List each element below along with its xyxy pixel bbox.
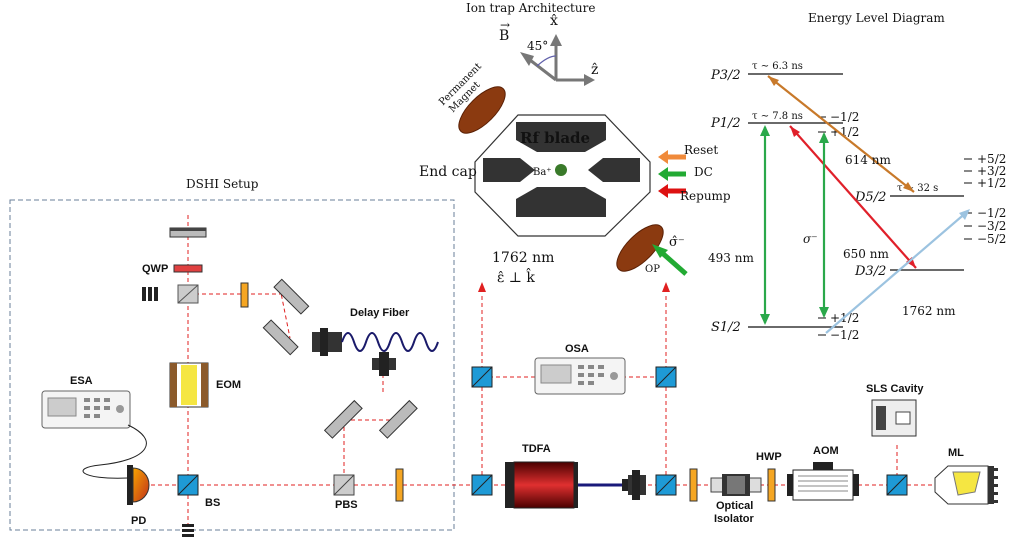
tdfa-amplifier <box>513 461 575 509</box>
sigma-op-label: σ̂⁻ <box>669 235 685 250</box>
optical-isolator-label-1: Optical <box>716 500 753 512</box>
beam-arrows <box>478 282 670 292</box>
tau-p32: τ ∼ 6.3 ns <box>752 61 803 72</box>
dc-label: DC <box>694 165 713 179</box>
label-1762: 1762 nm <box>902 304 956 318</box>
x-axis-label: x̂ <box>550 13 558 29</box>
barium-ion <box>555 164 567 176</box>
d52-sub-2: +1/2 <box>977 176 1006 190</box>
transition-1762 <box>825 210 969 334</box>
tau-d52: τ ∼ 32 s <box>897 183 938 194</box>
d52-sub-3: −1/2 <box>977 206 1006 220</box>
pbs-label: PBS <box>335 499 358 511</box>
d32-label: D3/2 <box>854 264 886 279</box>
bs-label: BS <box>205 497 220 509</box>
d52-sub-5: −5/2 <box>977 232 1006 246</box>
tdfa-label: TDFA <box>522 443 551 455</box>
p12-sub-0: −1/2 <box>830 110 859 124</box>
trap-beams <box>658 154 688 276</box>
aom-label: AOM <box>813 445 839 457</box>
angle-arc <box>536 55 557 67</box>
pbs-waveplate <box>395 468 404 502</box>
p12-sub-1: +1/2 <box>830 125 859 139</box>
repump-label: Repump <box>680 189 731 203</box>
eom-label: EOM <box>216 379 241 391</box>
svg-text:→: → <box>500 18 510 32</box>
angle-label: 45° <box>527 39 548 53</box>
reset-label: Reset <box>684 143 718 157</box>
label-650: 650 nm <box>843 247 889 261</box>
label-sigma-minus: σ⁻ <box>803 232 818 246</box>
pbs-mirror-right <box>378 399 418 439</box>
delay-fiber-coil <box>341 332 439 352</box>
pbs-mirror-left <box>323 399 363 439</box>
pd-label: PD <box>131 515 146 527</box>
s12-label: S1/2 <box>711 320 741 335</box>
end-cap-left <box>483 158 535 182</box>
permanent-magnet <box>458 86 506 134</box>
d52-sub-4: −3/2 <box>977 219 1006 233</box>
osa-label: OSA <box>565 343 589 355</box>
energy-level-title: Energy Level Diagram <box>808 11 945 25</box>
p12-label: P1/2 <box>710 116 741 131</box>
qwp-plate <box>173 264 203 273</box>
polarization-label: ε̂ ⊥ k̂ <box>497 267 535 286</box>
d52-sub-1: +3/2 <box>977 164 1006 178</box>
rf-blade-top <box>516 122 606 152</box>
z-axis-label: ẑ <box>591 62 598 78</box>
hwp-label: HWP <box>756 451 782 463</box>
esa-label: ESA <box>70 375 93 387</box>
delay-mirror-upper <box>273 278 310 315</box>
delay-fiber-label: Delay Fiber <box>350 307 410 319</box>
tdfa-waveplate <box>689 468 698 502</box>
rf-blade-label: Rf blade <box>520 129 590 147</box>
d52-label: D5/2 <box>854 190 886 205</box>
op-magnet <box>616 224 664 272</box>
left-fiber-connector <box>142 287 158 301</box>
dshi-setup-title: DSHI Setup <box>186 177 259 191</box>
dshi-setup-box <box>9 199 455 531</box>
b-field-label: B <box>499 28 509 44</box>
ml-label: ML <box>948 447 964 459</box>
trap-wavelength: 1762 nm <box>492 250 554 266</box>
delay-mirror-lower <box>262 319 299 356</box>
hwp-plate <box>767 468 776 502</box>
ion-label: Ba⁺ <box>533 167 552 178</box>
photodiode <box>132 467 150 503</box>
d52-sub-0: +5/2 <box>977 152 1006 166</box>
end-cap-label: End cap <box>419 164 477 180</box>
photodiode-base <box>127 465 133 505</box>
esa-cable <box>82 424 147 479</box>
axes-gizmo <box>529 45 585 82</box>
end-cap-right <box>588 158 640 182</box>
tau-p12: τ ∼ 7.8 ns <box>752 111 803 122</box>
rf-blade-bottom <box>516 187 606 217</box>
qwp-label: QWP <box>142 263 168 275</box>
ion-trap-title: Ion trap Architecture <box>466 1 595 15</box>
upper-waveplate <box>240 282 249 308</box>
transition-614 <box>767 75 915 193</box>
s12-sub-1: −1/2 <box>830 328 859 342</box>
sls-cavity-label: SLS Cavity <box>866 383 924 395</box>
bottom-fiber-connector <box>182 524 194 537</box>
label-614: 614 nm <box>845 153 891 167</box>
label-493: 493 nm <box>708 251 754 265</box>
op-label: OP <box>645 264 660 275</box>
transition-650 <box>789 125 917 269</box>
optical-isolator-label-2: Isolator <box>714 513 754 525</box>
p32-label: P3/2 <box>710 68 741 83</box>
aom-modulator <box>792 469 854 501</box>
